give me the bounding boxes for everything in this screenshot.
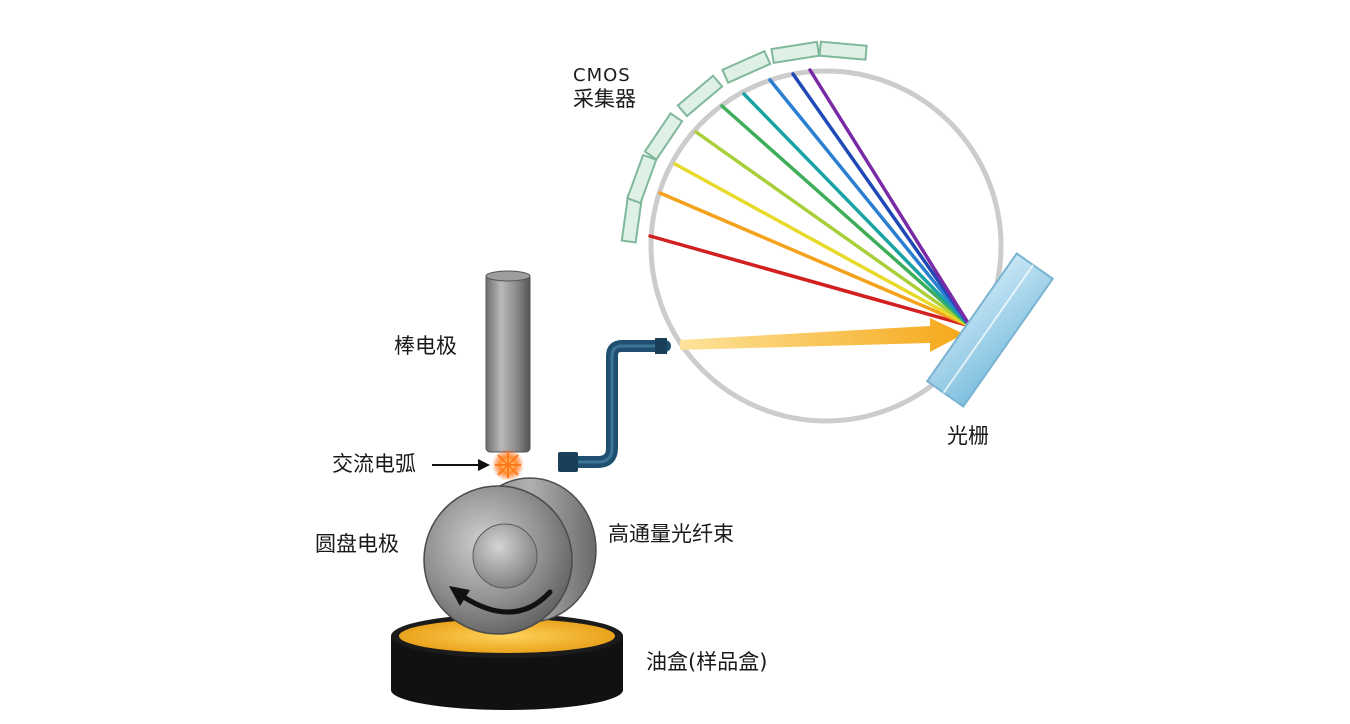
rod-electrode bbox=[485, 270, 531, 453]
incident-beam bbox=[680, 318, 964, 352]
dispersed-rays bbox=[648, 68, 972, 328]
cmos-segment bbox=[626, 153, 658, 205]
rod-electrode-label: 棒电极 bbox=[394, 334, 457, 358]
cmos-label-line2: 采集器 bbox=[573, 86, 636, 111]
cmos-segment bbox=[676, 74, 724, 118]
rotation-arrow bbox=[449, 586, 553, 615]
spectral-ray bbox=[742, 92, 972, 328]
cmos-segment bbox=[770, 40, 821, 65]
cmos-segment bbox=[643, 112, 684, 161]
oil-box bbox=[391, 614, 623, 710]
cmos-label-line1: CMOS bbox=[573, 65, 631, 86]
rowland-circle bbox=[648, 68, 1004, 424]
ac-arc-label: 交流电弧 bbox=[332, 452, 416, 476]
fiber-bundle-label: 高通量光纤束 bbox=[608, 522, 734, 546]
cmos-label: CMOS 采集器 bbox=[573, 65, 636, 111]
grating-label: 光栅 bbox=[947, 424, 989, 448]
spectral-ray bbox=[648, 234, 972, 328]
cmos-detector bbox=[620, 40, 868, 244]
arc-pointer-arrow bbox=[432, 459, 490, 471]
spectral-ray bbox=[658, 191, 972, 328]
disc-electrode-label: 圆盘电极 bbox=[315, 532, 399, 556]
ac-arc-spark bbox=[492, 449, 524, 481]
cmos-segment bbox=[721, 49, 772, 84]
grating bbox=[925, 252, 1055, 408]
cmos-segment bbox=[818, 40, 868, 61]
spectral-ray bbox=[694, 130, 972, 328]
spectral-ray bbox=[768, 78, 972, 328]
oil-box-label: 油盒(样品盒) bbox=[646, 650, 768, 674]
spectral-ray bbox=[673, 162, 972, 328]
fiber-bundle bbox=[558, 338, 671, 472]
spectral-ray bbox=[808, 68, 972, 328]
spectral-ray bbox=[791, 72, 972, 328]
spectral-ray bbox=[720, 104, 972, 328]
